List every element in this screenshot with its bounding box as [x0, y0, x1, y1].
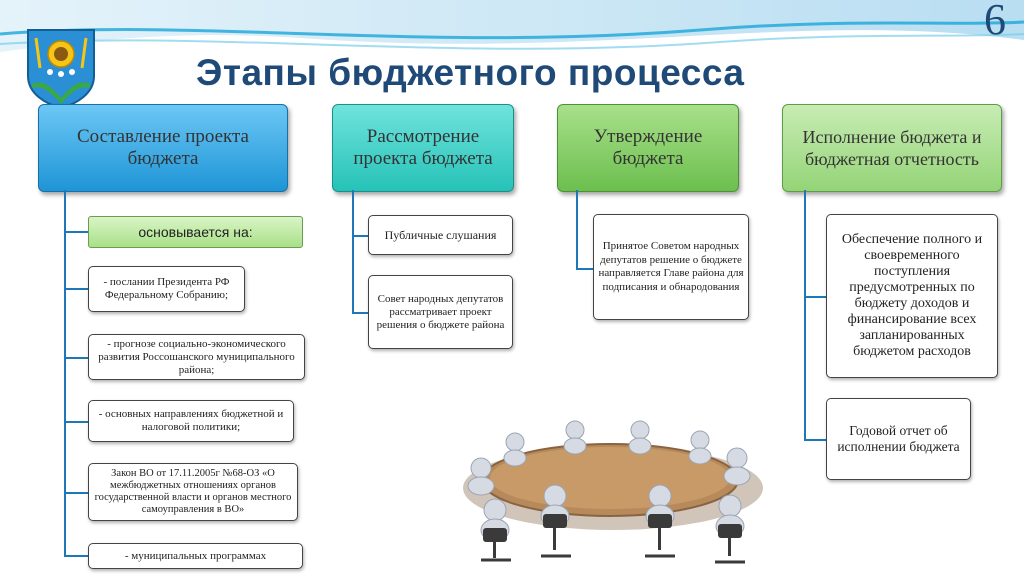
stage-approval-label: Утверждение бюджета — [593, 126, 703, 169]
connector-tick — [64, 357, 88, 359]
connector-tick — [576, 268, 593, 270]
stage1-connector — [64, 190, 66, 556]
connector-tick — [64, 555, 88, 557]
stage3-connector — [576, 190, 578, 270]
stage-approval: Утверждение бюджета — [557, 104, 739, 192]
basis-item: - муниципальных программах — [88, 543, 303, 569]
review-item: Публичные слушания — [368, 215, 513, 255]
connector-tick — [64, 421, 88, 423]
connector-tick — [352, 235, 368, 237]
basis-item: Закон ВО от 17.11.2005г №68-ОЗ «О межбюд… — [88, 463, 298, 521]
slide-number: 6 — [984, 0, 1006, 44]
approval-item: Принятое Советом народных депутатов реше… — [593, 214, 749, 320]
stage-execution-label: Исполнение бюджета и бюджетная отчетност… — [802, 127, 982, 169]
header-wave — [0, 0, 1024, 52]
review-item: Совет народных депутатов рассматривает п… — [368, 275, 513, 349]
execution-item: Годовой отчет об исполнении бюджета — [826, 398, 971, 480]
stage-review-label: Рассмотрение проекта бюджета — [353, 126, 493, 169]
page-title: Этапы бюджетного процесса — [196, 52, 745, 93]
basis-item: - послании Президента РФ Федеральному Со… — [88, 266, 245, 312]
coat-of-arms-icon — [27, 29, 95, 110]
stage-drafting-label: Составление проекта бюджета — [77, 126, 249, 169]
connector-tick — [352, 312, 368, 314]
based-on-label: основывается на: — [88, 216, 303, 248]
stage4-connector — [804, 190, 806, 440]
connector-tick — [64, 231, 88, 233]
connector-tick — [804, 439, 826, 441]
execution-item: Обеспечение полного и своевременного пос… — [826, 214, 998, 378]
connector-tick — [64, 288, 88, 290]
connector-tick — [804, 296, 826, 298]
basis-item: - прогнозе социально-экономического разв… — [88, 334, 305, 380]
meeting-table-illustration — [463, 420, 763, 564]
stage-execution: Исполнение бюджета и бюджетная отчетност… — [782, 104, 1002, 192]
stage2-connector — [352, 190, 354, 314]
connector-tick — [64, 492, 88, 494]
basis-item: - основных направлениях бюджетной и нало… — [88, 400, 294, 442]
stage-review: Рассмотрение проекта бюджета — [332, 104, 514, 192]
stage-drafting: Составление проекта бюджета — [38, 104, 288, 192]
